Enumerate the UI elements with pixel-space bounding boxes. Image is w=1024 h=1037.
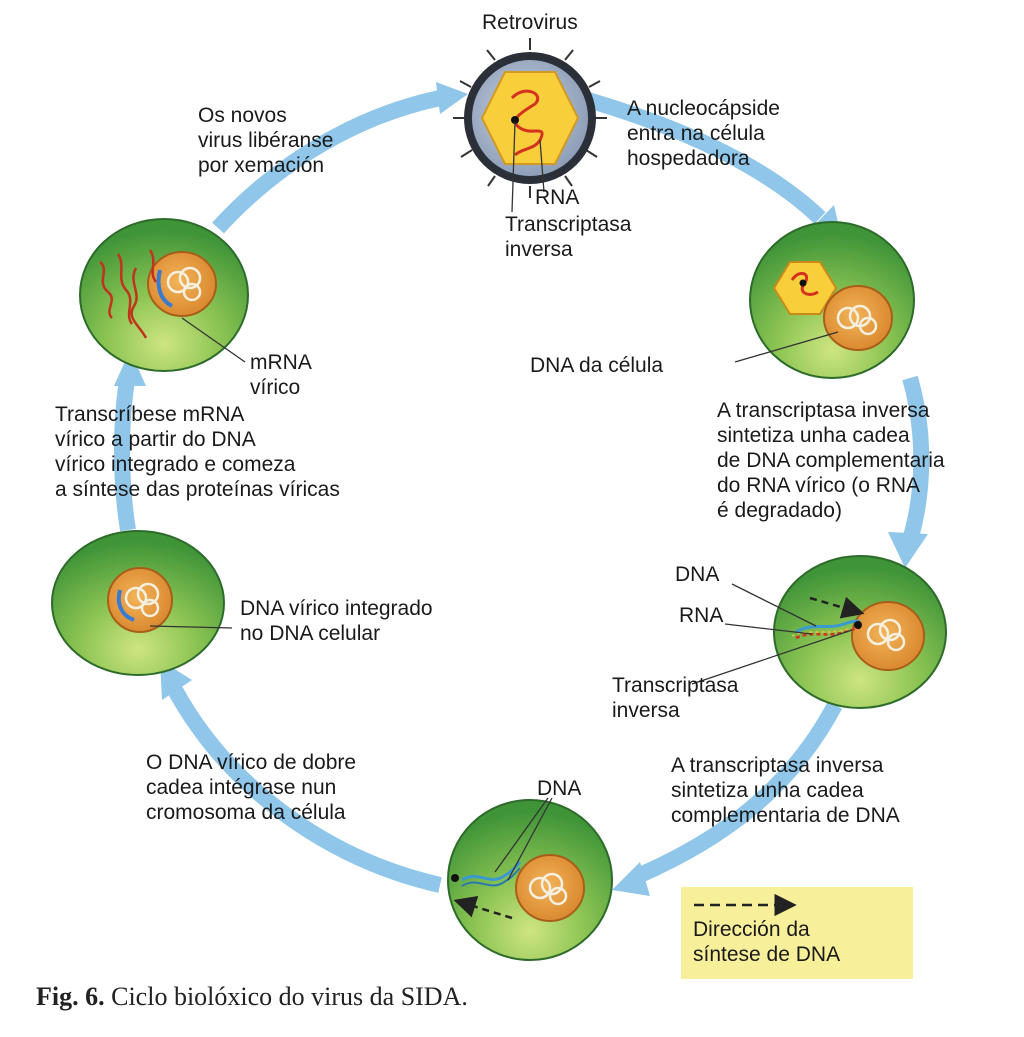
cell-dna-label: DNA da célula	[530, 354, 664, 377]
figure-caption: Fig. 6. Ciclo biolóxico do virus da SIDA…	[36, 982, 468, 1012]
reverse-transcriptase-label: Transcriptasa inversa	[505, 213, 632, 261]
hybrid-rt-label: Transcriptasa inversa	[612, 674, 739, 722]
arrow-cell2-to-cell3	[636, 701, 843, 883]
step-rt-complementary: A transcriptasa inversa sintetiza unha c…	[717, 399, 945, 522]
retrovirus-label: Retrovirus	[482, 11, 578, 34]
figure-number: Fig. 6.	[36, 982, 105, 1011]
cycle-arrows	[114, 90, 930, 893]
legend-text: Dirección da síntese de DNA	[693, 918, 841, 966]
step-release: Os novos virus libéranse por xemación	[198, 104, 334, 177]
arrow-cell3-to-cell4	[167, 686, 442, 893]
mrna-label: mRNA vírico	[250, 351, 312, 399]
virus-spikes	[453, 38, 607, 198]
viral-rna	[510, 89, 544, 157]
legend: Dirección da síntese de DNA	[681, 887, 913, 979]
synthesis-direction-arrow	[453, 895, 513, 920]
hybrid-dna-strand	[795, 619, 861, 634]
arrow-cell1-to-cell2	[902, 375, 930, 543]
rna-label: RNA	[535, 186, 580, 209]
hybrid-dna-label: DNA	[675, 563, 720, 586]
hybrid-rna-label: RNA	[679, 604, 724, 627]
arrow-virus-to-cell1	[585, 92, 826, 224]
step-enter-cell: A nucleocápside entra na célula hospedad…	[627, 97, 780, 170]
ds-dna-strand-b	[461, 867, 521, 887]
arrow-cell4-to-cell5	[114, 373, 136, 532]
reverse-transcriptase-dot	[511, 116, 519, 124]
cell-entry	[734, 221, 915, 379]
viral-mrna-strands	[99, 249, 158, 339]
integrated-viral-dna	[116, 589, 135, 622]
cell-ds-dna	[447, 797, 613, 961]
figure-caption-text: Ciclo biolóxico do virus da SIDA.	[111, 982, 468, 1011]
synthesis-direction-arrow	[809, 596, 865, 619]
step-integrate: O DNA vírico de dobre cadea intégrase nu…	[146, 751, 357, 824]
arrow-cell5-to-virus	[212, 90, 442, 234]
cell-integrated	[51, 530, 233, 676]
retrovirus	[453, 38, 607, 213]
entering-capsid	[772, 261, 838, 315]
step-second-strand: A transcriptasa inversa sintetiza unha c…	[671, 754, 900, 827]
virus-capsid	[480, 71, 580, 165]
cell-transcription	[79, 218, 249, 372]
ds-dna-label: DNA	[537, 777, 582, 800]
step-transcribe: Transcríbese mRNA vírico a partir do DNA…	[55, 403, 340, 501]
integrated-dna-label: DNA vírico integrado no DNA celular	[240, 597, 433, 645]
ds-dna-strand-a	[461, 860, 522, 882]
cell-hybrid	[691, 555, 947, 709]
